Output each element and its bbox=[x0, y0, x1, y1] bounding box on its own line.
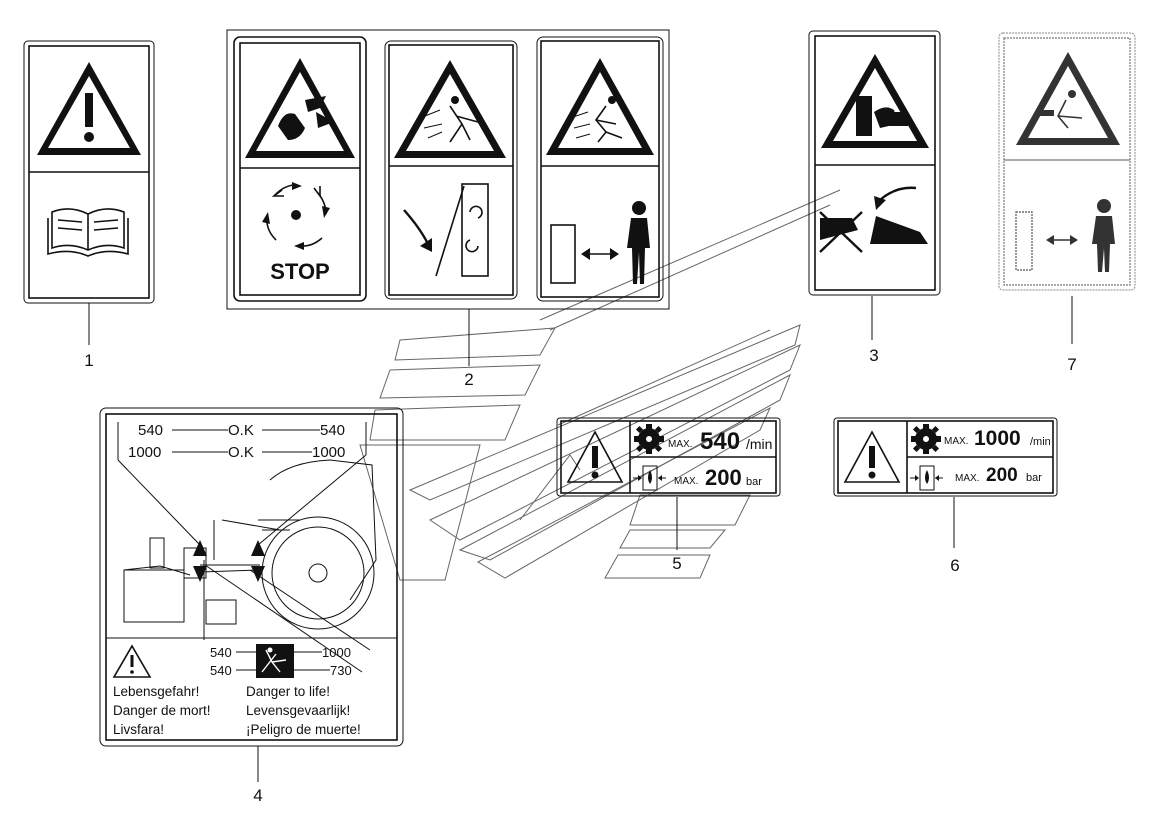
callout-1: 1 bbox=[84, 351, 93, 370]
decal-3: 3 bbox=[808, 30, 941, 365]
pto-speed-compare: 540 540 1000 730 bbox=[210, 644, 352, 678]
warning-triangle-icon-6 bbox=[843, 430, 901, 483]
hand-cut-warning-icon bbox=[245, 58, 355, 158]
bottom-row1-left: 540 bbox=[210, 645, 232, 660]
max-label-speed-5: MAX. bbox=[668, 439, 692, 450]
hand-crush-warning-icon bbox=[821, 54, 929, 148]
thrown-objects-warning-icon bbox=[394, 60, 506, 158]
callout-4: 4 bbox=[253, 786, 262, 805]
gear-icon-6 bbox=[911, 424, 941, 454]
warning-triangle-icon-5 bbox=[566, 430, 624, 483]
top-row2-mid: O.K bbox=[228, 444, 254, 461]
callout-2: 2 bbox=[464, 370, 473, 389]
decal-2-panel-c bbox=[536, 36, 664, 302]
warning-left-3: Livsfara! bbox=[113, 722, 164, 737]
pressure-unit-5: bar bbox=[746, 476, 762, 488]
callout-5: 5 bbox=[672, 554, 681, 573]
top-row1-left: 540 bbox=[138, 422, 163, 439]
decal-4: 540 O.K 540 1000 O.K 1000 bbox=[99, 407, 404, 805]
top-row2-right: 1000 bbox=[312, 444, 345, 461]
speed-unit-5: /min bbox=[746, 436, 772, 452]
rotating-blades-stop-icon: STOP bbox=[262, 182, 330, 284]
bottom-row2-right: 730 bbox=[330, 663, 352, 678]
top-row1-right: 540 bbox=[320, 422, 345, 439]
warning-right-1: Danger to life! bbox=[246, 684, 330, 699]
callout-6: 6 bbox=[950, 556, 959, 575]
machine-frame-sketch bbox=[359, 189, 841, 581]
max-label-pressure-5: MAX. bbox=[674, 476, 698, 487]
thrown-objects-warning-icon-7 bbox=[1016, 52, 1120, 145]
warning-right-2: Levensgevaarlijk! bbox=[246, 703, 350, 718]
no-hand-crush-cover-icon bbox=[819, 186, 928, 253]
pressure-value-5: 200 bbox=[705, 465, 742, 490]
speed-ok-rows: 540 O.K 540 1000 O.K 1000 bbox=[128, 422, 345, 461]
tilt-cover-arrow-icon bbox=[403, 183, 489, 277]
manual-book-icon bbox=[47, 208, 129, 257]
decal-5: MAX. 540 /min MAX. 200 bar 5 bbox=[556, 417, 781, 573]
keep-distance-icon bbox=[550, 201, 650, 284]
decal-1: 1 bbox=[23, 40, 155, 370]
decal-7: 7 bbox=[998, 32, 1136, 374]
person-thrown-warning-icon bbox=[546, 58, 654, 155]
warning-left-2: Danger de mort! bbox=[113, 703, 211, 718]
stop-text: STOP bbox=[270, 259, 330, 284]
decal-2: STOP bbox=[226, 29, 670, 389]
callout-3: 3 bbox=[869, 346, 878, 365]
tractor-pto-drawing bbox=[117, 422, 377, 673]
pressure-unit-6: bar bbox=[1026, 472, 1042, 484]
max-label-speed-6: MAX. bbox=[944, 436, 968, 447]
hydraulic-icon-6 bbox=[910, 465, 943, 491]
warning-triangle-exclamation-icon bbox=[37, 62, 141, 155]
warnings-right: Danger to life! Levensgevaarlijk! ¡Pelig… bbox=[246, 684, 361, 737]
life-danger-warning-icon bbox=[112, 644, 152, 678]
top-row1-mid: O.K bbox=[228, 422, 254, 439]
hydraulic-icon-5 bbox=[633, 465, 666, 491]
speed-value-6: 1000 bbox=[974, 427, 1021, 450]
decal-6: MAX. 1000 /min MAX. 200 bar 6 bbox=[833, 417, 1058, 575]
callout-7: 7 bbox=[1067, 355, 1076, 374]
decal-2-panel-a: STOP bbox=[233, 36, 367, 302]
warnings-left: Lebensgefahr! Danger de mort! Livsfara! bbox=[113, 684, 211, 737]
top-row2-left: 1000 bbox=[128, 444, 161, 461]
warning-right-3: ¡Peligro de muerte! bbox=[246, 722, 361, 737]
max-label-pressure-6: MAX. bbox=[955, 473, 979, 484]
keep-distance-icon-7 bbox=[1015, 199, 1115, 272]
bottom-row2-left: 540 bbox=[210, 663, 232, 678]
bottom-row1-right: 1000 bbox=[322, 645, 351, 660]
speed-value-5: 540 bbox=[700, 428, 740, 455]
speed-unit-6: /min bbox=[1030, 436, 1051, 448]
warning-left-1: Lebensgefahr! bbox=[113, 684, 199, 699]
decal-2-panel-b bbox=[384, 40, 518, 300]
pressure-value-6: 200 bbox=[986, 465, 1018, 486]
gear-icon-5 bbox=[634, 424, 664, 454]
